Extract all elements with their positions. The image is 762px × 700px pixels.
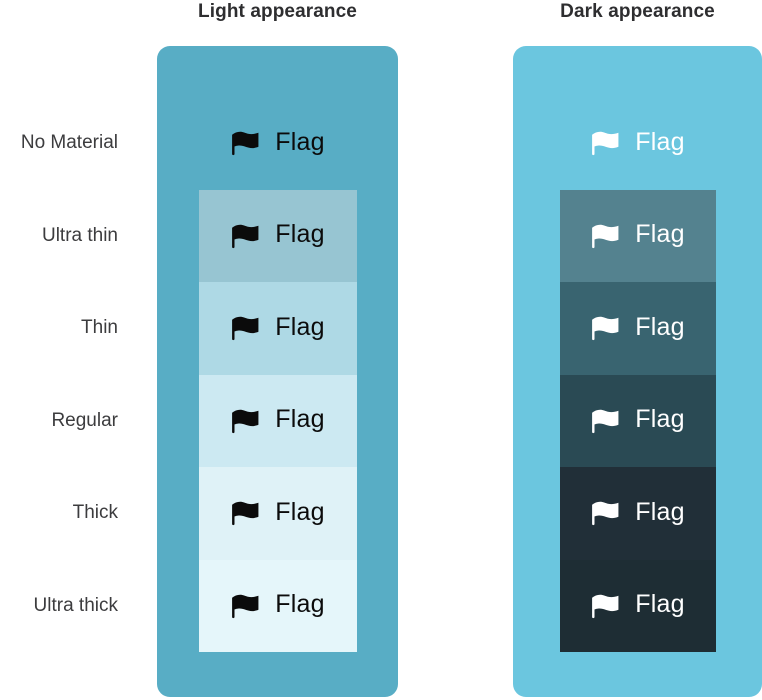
flag-icon bbox=[590, 130, 620, 156]
dark-appearance-header: Dark appearance bbox=[560, 1, 715, 22]
flag-label: Flag bbox=[275, 405, 325, 434]
flag-label: Flag bbox=[635, 312, 685, 341]
flag-icon bbox=[230, 223, 260, 249]
material-row-thick-light: Flag bbox=[198, 467, 357, 560]
flag-icon bbox=[230, 593, 260, 619]
material-row-regular-light: Flag bbox=[198, 374, 357, 467]
row-label-thick: Thick bbox=[72, 502, 118, 524]
row-label-ultra-thin: Ultra thin bbox=[41, 224, 118, 246]
row-label-no-material: No Material bbox=[20, 132, 118, 154]
flag-label: Flag bbox=[635, 405, 685, 434]
flag-label: Flag bbox=[275, 127, 325, 156]
row-label-ultra-thick: Ultra thick bbox=[33, 594, 118, 616]
flag-icon bbox=[590, 500, 620, 526]
flag-label: Flag bbox=[275, 312, 325, 341]
material-row-regular-dark: Flag bbox=[559, 374, 716, 467]
flag-label: Flag bbox=[635, 220, 685, 249]
material-row-thin-light: Flag bbox=[198, 282, 357, 375]
material-row-thick-dark: Flag bbox=[559, 467, 716, 560]
flag-icon bbox=[230, 315, 260, 341]
material-row-ultra-thin-light: Flag bbox=[198, 189, 357, 282]
flag-label: Flag bbox=[635, 590, 685, 619]
material-row-ultra-thick-dark: Flag bbox=[559, 559, 716, 652]
material-row-no-material-light: Flag bbox=[199, 97, 357, 190]
flag-icon bbox=[590, 593, 620, 619]
flag-icon bbox=[230, 408, 260, 434]
dark-appearance-panel: Flag Flag Flag Flag Flag bbox=[513, 46, 762, 697]
material-row-ultra-thin-dark: Flag bbox=[559, 189, 716, 282]
material-labels-column: No Material Ultra thin Thin Regular Thic… bbox=[0, 46, 118, 697]
material-row-ultra-thick-light: Flag bbox=[198, 559, 357, 652]
flag-label: Flag bbox=[635, 127, 685, 156]
light-appearance-panel: Flag Flag Flag Flag Flag bbox=[157, 46, 398, 697]
flag-icon bbox=[230, 130, 260, 156]
row-label-regular: Regular bbox=[51, 409, 118, 431]
material-row-thin-dark: Flag bbox=[559, 282, 716, 375]
flag-label: Flag bbox=[275, 220, 325, 249]
flag-icon bbox=[590, 408, 620, 434]
flag-icon bbox=[590, 223, 620, 249]
flag-label: Flag bbox=[635, 497, 685, 526]
flag-icon bbox=[230, 500, 260, 526]
material-row-no-material-dark: Flag bbox=[560, 97, 716, 190]
flag-label: Flag bbox=[275, 590, 325, 619]
light-appearance-header: Light appearance bbox=[198, 1, 357, 22]
row-label-thin: Thin bbox=[81, 317, 118, 339]
flag-label: Flag bbox=[275, 497, 325, 526]
flag-icon bbox=[590, 315, 620, 341]
